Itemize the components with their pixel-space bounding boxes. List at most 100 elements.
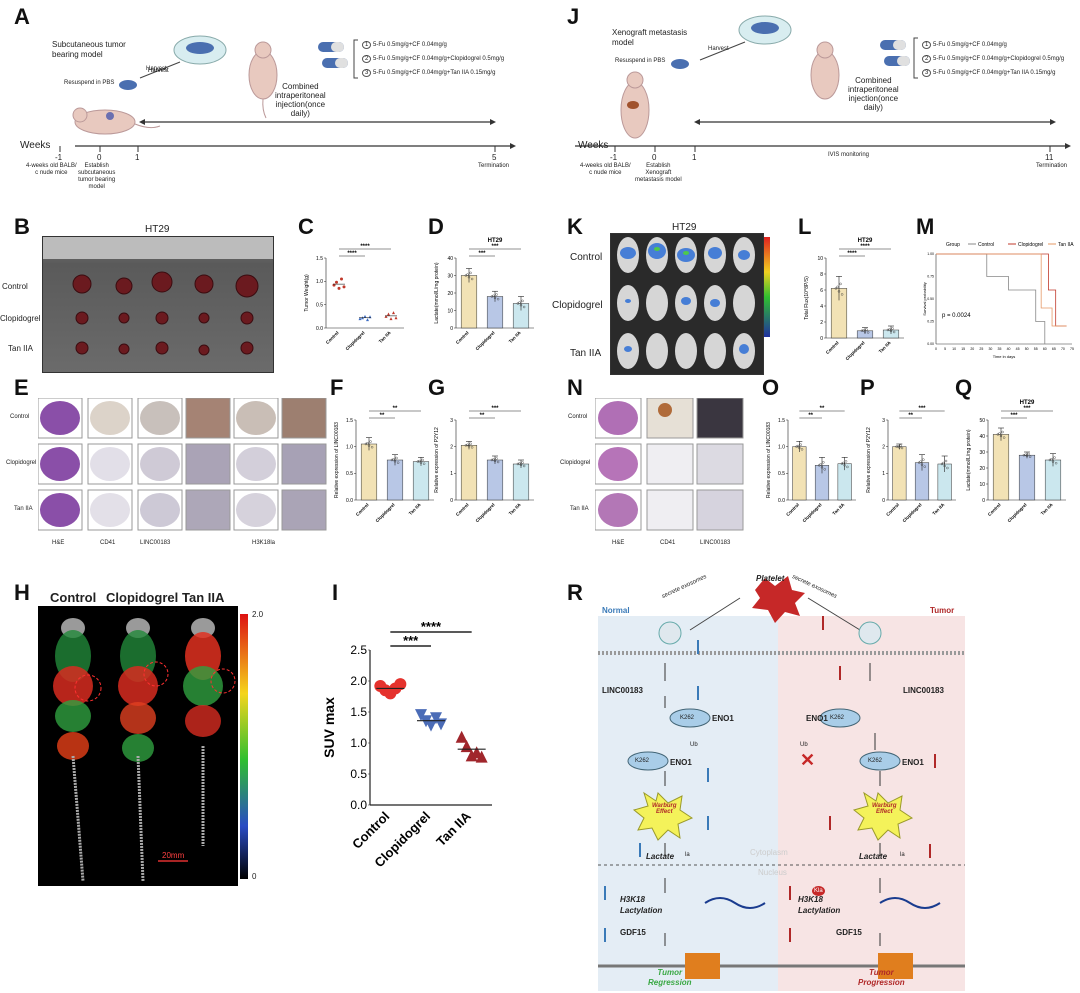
- regimen-3: 5-Fu 0.5mg/g+CF 0.04mg/g+Tan IIA 0.15mg/…: [933, 70, 1056, 76]
- panel-r-cytoplasm: Cytoplasm: [750, 848, 788, 857]
- chart-P-point: [900, 446, 904, 450]
- panel-label-q: Q: [955, 375, 973, 400]
- panel-j-note-2: Establish Xenograft metastasis model: [635, 163, 682, 183]
- panel-j-tick-11: 11: [1045, 153, 1054, 162]
- panel-label-i: I: [332, 580, 339, 605]
- chart-P-bar: [892, 446, 907, 501]
- panel-a-combined: Combined intraperitoneal injection(once …: [275, 82, 326, 118]
- m-xtick: 65: [1052, 347, 1056, 351]
- chart-D-sig: ***: [478, 251, 486, 257]
- m-xtick: 0: [935, 347, 937, 351]
- chart-I-xtick: Tan IIA: [433, 808, 474, 849]
- m-legend-0: Control: [978, 242, 994, 248]
- chart-Q-xtick: Tan IIA: [1040, 502, 1054, 516]
- chart-C-point: [389, 317, 393, 321]
- chart-L-ytick: 4: [820, 304, 823, 310]
- chart-O-point: [798, 446, 801, 450]
- chart-L-xtick: Tan IIA: [878, 340, 892, 354]
- chart-D-point: [521, 299, 524, 303]
- panel-label-c: C: [298, 214, 314, 239]
- chart-Q-ytick: 40: [979, 434, 985, 440]
- m-xtick: 30: [988, 347, 992, 351]
- panel-j-combined: Combined intraperitoneal injection(once …: [848, 76, 899, 112]
- panel-j-note-4: Termination: [1036, 163, 1068, 169]
- chart-C-xtick: Clopidogrel: [344, 330, 365, 351]
- panel-r-regression: Tumor Regression: [648, 968, 692, 987]
- chart-G-point: [516, 462, 520, 466]
- chart-G-point: [521, 461, 524, 464]
- panel-n-col-he: H&E: [612, 540, 625, 546]
- chart-C-ytick: 1.5: [316, 256, 323, 262]
- chart-O-ylabel: Relative expression of LINC00183: [766, 422, 772, 498]
- chart-D-point: [470, 277, 474, 281]
- chart-O-point: [796, 444, 800, 448]
- m-legend-title: Group: [946, 242, 960, 248]
- chart-G-xtick: Tan IIA: [508, 502, 522, 516]
- chart-Q-ytick: 20: [979, 466, 985, 472]
- chart-O-point: [795, 445, 798, 448]
- chart-L-ytick: 0: [820, 336, 823, 342]
- m-xtick: 20: [970, 347, 974, 351]
- chart-G-ytick: 0: [450, 498, 453, 504]
- m-ytick: 0.75: [927, 275, 934, 279]
- chart-Q-xtick: Control: [987, 502, 1002, 517]
- normal-region: [598, 616, 778, 991]
- panel-r-h3k18-right: H3K18 Lactylation: [798, 895, 841, 915]
- chart-F-point: [367, 444, 371, 447]
- chart-C-ylabel: Tumor Weight(g): [304, 274, 310, 312]
- chart-C-ytick: 1.0: [316, 279, 323, 285]
- m-ytick: 0.25: [927, 320, 934, 324]
- chart-F-point: [369, 440, 372, 443]
- chart-Q-ytick: 30: [979, 450, 985, 456]
- chart-L-point: [860, 329, 864, 333]
- chart-F-point: [393, 460, 397, 463]
- chart-Q-point: [1027, 452, 1030, 456]
- m-ytick: 0.00: [927, 342, 934, 346]
- chart-O-xtick: Tan IIA: [831, 502, 845, 516]
- chart-C-point: [384, 314, 388, 318]
- panel-label-o: O: [762, 375, 780, 400]
- chart-F-xtick: Clopidogrel: [374, 502, 395, 523]
- regimen-1: 5-Fu 0.5mg/g+CF 0.04mg/g: [933, 42, 1007, 48]
- chart-L-ytick: 8: [820, 272, 823, 278]
- chart-Q-title: HT29: [1020, 400, 1035, 406]
- mouse-icon: [74, 109, 136, 135]
- panel-r-k262-b: K262: [635, 758, 650, 764]
- panel-r-eno1-a: ENO1: [712, 714, 734, 723]
- chart-C-point: [363, 314, 367, 318]
- regimen-2: 5-Fu 0.5mg/g+CF 0.04mg/g+Clopidogrel 0.5…: [933, 56, 1065, 62]
- chart-P-ytick: 2: [882, 444, 885, 450]
- chart-P-point: [923, 465, 926, 468]
- chart-C-point: [342, 285, 346, 289]
- panel-label-p: P: [860, 375, 875, 400]
- chart-Q-point: [1028, 455, 1032, 459]
- m-series-control: [936, 253, 1046, 344]
- chart-F-ytick: 1.0: [346, 444, 353, 450]
- chart-I-ytick: 2.5: [350, 643, 367, 657]
- panel-r-lactate-right: Lactate: [859, 852, 888, 861]
- chart-D-title: HT29: [488, 238, 503, 244]
- chart-G-point: [496, 460, 500, 464]
- chart-C-point: [366, 318, 369, 322]
- panel-n-col-linc: LINC00183: [700, 540, 731, 546]
- chart-D-point: [466, 273, 469, 276]
- chart-D-point: [519, 304, 523, 307]
- chart-F-bar: [412, 461, 430, 501]
- regimen-2: 5-Fu 0.5mg/g+CF 0.04mg/g+Clopidogrel 0.5…: [373, 56, 505, 62]
- chart-O-point: [820, 466, 824, 469]
- chart-F-xtick: Tan IIA: [408, 502, 422, 516]
- chart-P-ytick: 3: [882, 418, 885, 424]
- chart-F-bar: [360, 443, 378, 501]
- chart-F-ytick: 1.5: [346, 418, 353, 424]
- chart-L-point: [889, 329, 893, 333]
- chart-G-bar: [460, 445, 478, 501]
- chart-G-point: [464, 444, 468, 447]
- chart-Q-point: [999, 434, 1003, 438]
- panel-b-tumors: [72, 271, 259, 356]
- chart-D-ytick: 20: [447, 291, 453, 297]
- chart-G-point: [470, 446, 474, 449]
- panel-j-tick-1: 1: [692, 153, 697, 162]
